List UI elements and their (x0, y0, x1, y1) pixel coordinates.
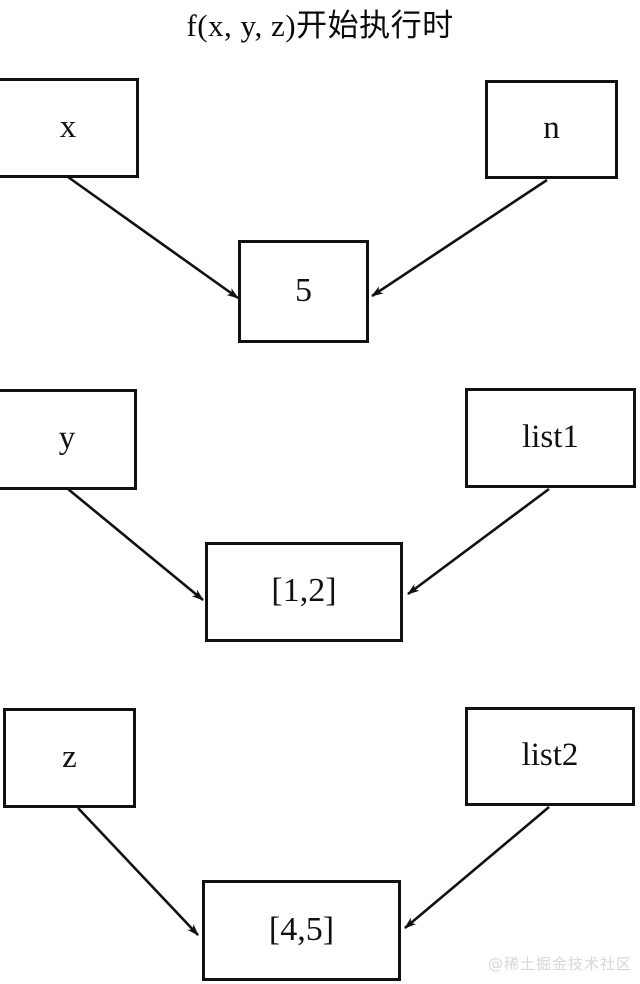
edge-y-to-list-value-1 (67, 487, 204, 602)
node-value-list-1-2[interactable]: [1,2] (205, 542, 403, 642)
node-variable-x[interactable]: x (0, 78, 139, 178)
node-value-list-4-5[interactable]: [4,5] (202, 880, 401, 981)
node-variable-list1[interactable]: list1 (465, 388, 636, 488)
node-label: n (543, 110, 560, 146)
node-label: z (62, 738, 77, 775)
node-variable-z[interactable]: z (3, 708, 136, 808)
edge-x-to-5 (67, 175, 239, 300)
node-variable-n[interactable]: n (485, 80, 618, 179)
node-value-5[interactable]: 5 (238, 240, 369, 343)
edge-z-to-list-value-2 (77, 807, 199, 936)
watermark: @稀土掘金技术社区 (487, 955, 632, 973)
edge-list2-to-list-value-2 (404, 806, 550, 929)
node-label: [1,2] (271, 572, 337, 609)
node-label: 5 (295, 271, 312, 309)
node-label: x (59, 108, 77, 145)
edge-n-to-5 (371, 178, 548, 298)
node-label: y (58, 420, 76, 456)
node-variable-list2[interactable]: list2 (465, 707, 635, 806)
node-label: list2 (521, 737, 579, 773)
edge-list1-to-list-value-1 (407, 487, 550, 596)
page-title: f(x, y, z)开始执行时 (186, 8, 454, 43)
node-label: list1 (522, 418, 579, 455)
node-label: [4,5] (268, 910, 335, 948)
node-variable-y[interactable]: y (0, 389, 137, 490)
